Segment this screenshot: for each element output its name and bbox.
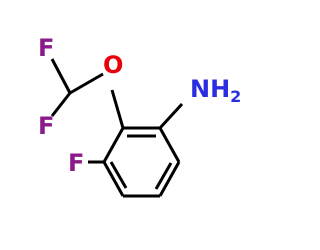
fluorine-ring-label: F [68, 149, 84, 177]
structure-canvas: F F O NH2 F [38, 34, 241, 198]
ring-bond [158, 161, 181, 197]
c-f-left-bond [50, 92, 72, 117]
ring-double-bond [109, 161, 128, 189]
ring-bond [102, 127, 125, 163]
amine-subscript-label: 2 [230, 87, 241, 106]
ring-bond [102, 161, 125, 197]
ring-double-bond [154, 162, 173, 190]
molecule-structure: F F O NH2 F [38, 34, 241, 198]
amine-nh-label: NH [190, 75, 230, 103]
ring-bond [158, 127, 181, 163]
fluorine-left-label: F [38, 112, 54, 140]
fluorine-top-label: F [38, 34, 54, 62]
amine-label: NH2 [190, 75, 241, 106]
o-c-bond [69, 72, 104, 95]
c-o-bond [110, 89, 125, 129]
c-n-bond [158, 102, 184, 130]
oxygen-label: O [103, 51, 123, 79]
c-f-top-bond [50, 58, 72, 94]
